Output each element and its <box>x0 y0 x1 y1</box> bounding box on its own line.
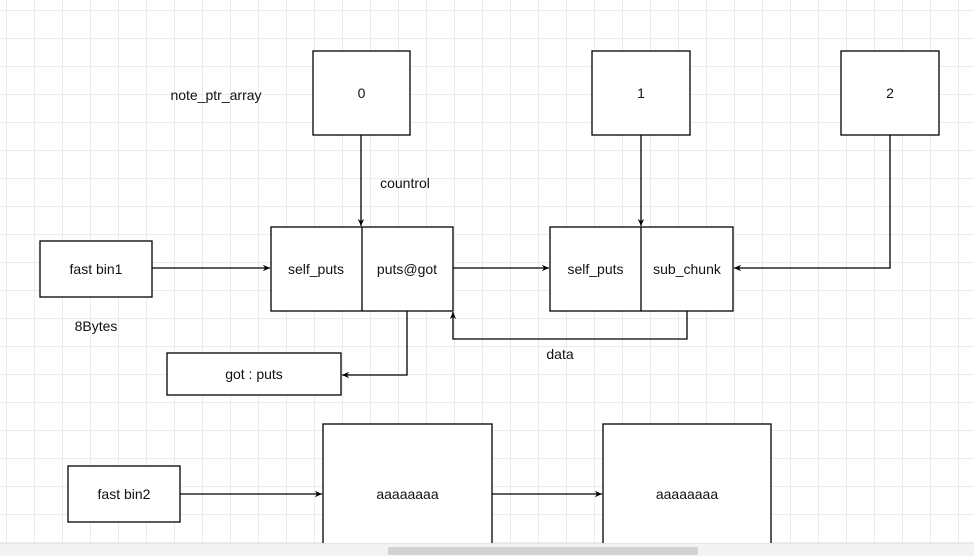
array-cell-1-label: 1 <box>637 85 645 101</box>
edge-puts-got-to-got-box <box>342 311 408 379</box>
array-cell-0-label: 0 <box>358 85 366 101</box>
array-cell-2-label: 2 <box>886 85 894 101</box>
bin2-chunk-b-label: aaaaaaaa <box>656 486 719 502</box>
size-note: 8Bytes <box>75 318 118 334</box>
horizontal-scrollbar[interactable] <box>0 543 974 556</box>
got-puts-label: got : puts <box>225 366 283 382</box>
chunk-a-left-field: self_puts <box>288 261 344 277</box>
bin2-chunk-b[interactable]: aaaaaaaa <box>602 423 772 556</box>
chunk-b-left-field: self_puts <box>567 261 623 277</box>
edge-cell2-to-chunk-b <box>734 135 891 272</box>
bin2-chunk-a[interactable]: aaaaaaaa <box>322 423 493 556</box>
fast-bin2-label: fast bin2 <box>98 486 151 502</box>
edge-chunk-b-to-chunk-a-data <box>449 311 688 340</box>
chunk-a-right-field: puts@got <box>377 261 437 277</box>
got-puts-box[interactable]: got : puts <box>166 352 342 396</box>
array-cell-2[interactable]: 2 <box>840 50 940 136</box>
chunk-b-right-field: sub_chunk <box>653 261 722 277</box>
bin2-chunk-a-label: aaaaaaaa <box>376 486 439 502</box>
fast-bin1-box[interactable]: fast bin1 <box>39 240 153 298</box>
scrollbar-thumb[interactable] <box>388 547 698 555</box>
control-edge-label: countrol <box>380 175 430 191</box>
chunk-b[interactable]: self_puts sub_chunk <box>549 226 734 312</box>
data-edge-label: data <box>546 346 573 362</box>
fast-bin1-label: fast bin1 <box>70 261 123 277</box>
chunk-a[interactable]: self_puts puts@got <box>270 226 454 312</box>
fast-bin2-box[interactable]: fast bin2 <box>67 465 181 523</box>
array-cell-1[interactable]: 1 <box>591 50 691 136</box>
note-ptr-array-label: note_ptr_array <box>170 87 261 103</box>
array-cell-0[interactable]: 0 <box>312 50 411 136</box>
